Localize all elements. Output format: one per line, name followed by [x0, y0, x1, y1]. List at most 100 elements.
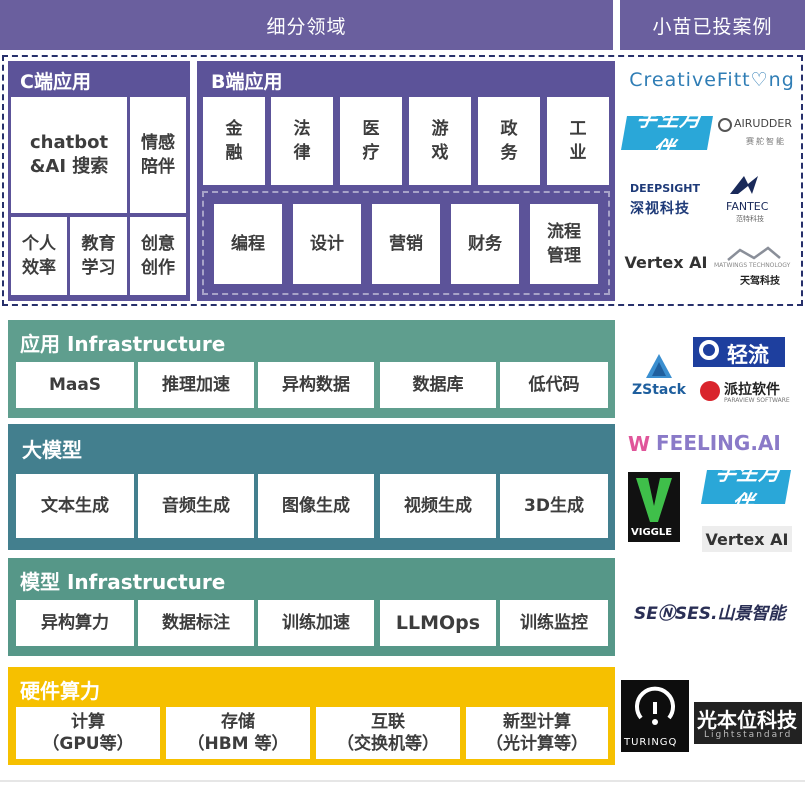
- domains-header-label: 细分领域: [266, 15, 347, 38]
- airudder-mark-icon: [718, 118, 732, 132]
- logo-airudder: AIRUDDER 赛舵智能: [716, 112, 804, 154]
- model-video: 视频生成: [380, 474, 496, 538]
- app-infra-inference: 推理加速: [138, 362, 254, 408]
- hardware-interconnect: 互联 （交换机等）: [316, 707, 460, 759]
- logo-tianjia-en: MATWINGS TECHNOLOGY: [714, 262, 791, 269]
- model-image: 图像生成: [258, 474, 374, 538]
- model-text: 文本生成: [16, 474, 134, 538]
- logo-paradigm-en: PARAVIEW SOFTWARE: [724, 397, 790, 404]
- logo-zstack: ZStack: [628, 352, 690, 410]
- model-infra-llmops: LLMOps: [380, 600, 496, 646]
- logo-lightstandard-cn: 光本位科技: [697, 708, 797, 732]
- turingq-mark-icon: [635, 686, 675, 725]
- b-apps-panel: B端应用 金 融 法 律 医 疗 游 戏 政 务 工 业 编程 设计 营销 财务…: [197, 61, 615, 301]
- logo-vertex-b-text: Vertex AI: [705, 529, 789, 549]
- viggle-mark-icon: [636, 478, 672, 522]
- b-function-finance: 财务: [451, 204, 519, 284]
- b-function-marketing: 营销: [372, 204, 440, 284]
- logo-yuzhou-a: 宇生月伴: [621, 107, 713, 161]
- logo-fantec: FANTEC 范特科技: [722, 174, 782, 226]
- model-audio: 音频生成: [138, 474, 254, 538]
- app-infra-database: 数据库: [380, 362, 496, 408]
- logo-qingliu: 轻流: [693, 337, 785, 367]
- model-infra-compute: 异构算力: [16, 600, 134, 646]
- logo-yuzhou-a-text: 宇生月伴: [634, 107, 705, 161]
- qingliu-mark-icon: [699, 340, 719, 360]
- logo-sensses: SEⓃSES.山景智能: [634, 596, 804, 626]
- logo-sensses-text: SEⓃSES.山景智能: [634, 604, 786, 624]
- models-title: 大模型: [22, 438, 82, 462]
- logo-zstack-text: ZStack: [632, 382, 686, 398]
- logo-lightstandard-en: Lightstandard: [704, 730, 793, 740]
- b-function-design: 设计: [293, 204, 361, 284]
- b-industry-industrial: 工 业: [547, 97, 609, 185]
- logo-turingq-text: TURINGQ: [624, 737, 678, 748]
- b-industry-finance: 金 融: [203, 97, 265, 185]
- model-3d: 3D生成: [500, 474, 608, 538]
- logo-qingliu-text: 轻流: [727, 343, 769, 367]
- b-industry-law: 法 律: [271, 97, 333, 185]
- logo-turingq: TURINGQ: [621, 680, 689, 752]
- c-apps-panel: C端应用 chatbot &AI 搜索 情感 陪伴 个人 效率 教育 学习 创意…: [8, 61, 190, 301]
- hardware-storage: 存储 （HBM 等）: [166, 707, 310, 759]
- hardware-compute: 计算 （GPU等）: [16, 707, 160, 759]
- hardware-band: 硬件算力 计算 （GPU等） 存储 （HBM 等） 互联 （交换机等） 新型计算…: [8, 667, 615, 765]
- model-infra-train-monitor: 训练监控: [500, 600, 608, 646]
- app-infra-lowcode: 低代码: [500, 362, 608, 408]
- logo-lightstandard: 光本位科技 Lightstandard: [694, 702, 802, 744]
- b-industry-medical: 医 疗: [340, 97, 402, 185]
- tianjia-mark-icon: [727, 246, 781, 261]
- logo-feeling: W FEELING.AI: [626, 430, 804, 458]
- logo-yuzhou-b-text: 宇生月伴: [713, 461, 784, 515]
- b-industry-government: 政 务: [478, 97, 540, 185]
- logo-airudder-text: AIRUDDER: [734, 117, 792, 130]
- logo-deepsight-en: DEEPSIGHT: [630, 182, 700, 195]
- model-infra-train-accel: 训练加速: [258, 600, 374, 646]
- c-app-productivity: 个人 效率: [11, 217, 67, 295]
- app-infra-hetero-data: 异构数据: [258, 362, 374, 408]
- logo-paradigm: 派拉软件 PARAVIEW SOFTWARE: [698, 378, 794, 408]
- logo-vertex-a: Vertex AI: [624, 248, 708, 276]
- logo-vertex-b: Vertex AI: [702, 526, 792, 552]
- logo-viggle-text: VIGGLE: [631, 527, 673, 538]
- logo-deepsight-cn: 深视科技: [630, 201, 690, 217]
- logo-yuzhou-b: 宇生月伴: [701, 461, 791, 515]
- models-band: 大模型 文本生成 音频生成 图像生成 视频生成 3D生成: [8, 424, 615, 550]
- feeling-mark-icon: W: [628, 432, 651, 456]
- logo-airudder-sub: 赛舵智能: [746, 137, 786, 146]
- c-app-chatbot: chatbot &AI 搜索: [11, 97, 127, 213]
- logo-tianjia-cn: 天驾科技: [740, 276, 780, 287]
- b-functions-frame: [202, 191, 610, 295]
- b-apps-title: B端应用: [211, 71, 283, 93]
- application-frame: [2, 55, 803, 306]
- c-apps-title: C端应用: [20, 71, 91, 93]
- logo-tianjia: MATWINGS TECHNOLOGY 天驾科技: [712, 244, 800, 288]
- bottom-divider: [0, 780, 805, 782]
- logo-fantec-sub: 范特科技: [736, 215, 764, 223]
- logo-creativefitting: CreativeFitt♡ng: [624, 66, 800, 94]
- app-infra-title: 应用 Infrastructure: [20, 332, 226, 356]
- hardware-title: 硬件算力: [20, 679, 100, 703]
- b-function-coding: 编程: [214, 204, 282, 284]
- c-app-companion: 情感 陪伴: [130, 97, 186, 213]
- domains-header: 细分领域: [0, 0, 613, 50]
- app-infra-band: 应用 Infrastructure MaaS 推理加速 异构数据 数据库 低代码: [8, 320, 615, 418]
- b-industry-gaming: 游 戏: [409, 97, 471, 185]
- logo-deepsight: DEEPSIGHT 深视科技: [628, 182, 710, 218]
- app-infra-maas: MaaS: [16, 362, 134, 408]
- cases-header-label: 小苗已投案例: [652, 15, 773, 38]
- logo-creativefitting-text: CreativeFitt♡ng: [629, 69, 795, 91]
- paradigm-mark-icon: [700, 381, 720, 401]
- model-infra-labeling: 数据标注: [138, 600, 254, 646]
- c-app-creation: 创意 创作: [130, 217, 186, 295]
- logo-fantec-text: FANTEC: [726, 200, 769, 213]
- c-app-education: 教育 学习: [70, 217, 127, 295]
- zstack-mark-icon: [646, 354, 672, 378]
- fantec-mark-icon: [730, 176, 758, 194]
- logo-feeling-text: FEELING.AI: [656, 431, 781, 455]
- b-function-workflow: 流程 管理: [530, 204, 598, 284]
- model-infra-band: 模型 Infrastructure 异构算力 数据标注 训练加速 LLMOps …: [8, 558, 615, 656]
- model-infra-title: 模型 Infrastructure: [20, 570, 226, 594]
- hardware-new-compute: 新型计算 （光计算等）: [466, 707, 608, 759]
- logo-vertex-a-text: Vertex AI: [624, 252, 708, 272]
